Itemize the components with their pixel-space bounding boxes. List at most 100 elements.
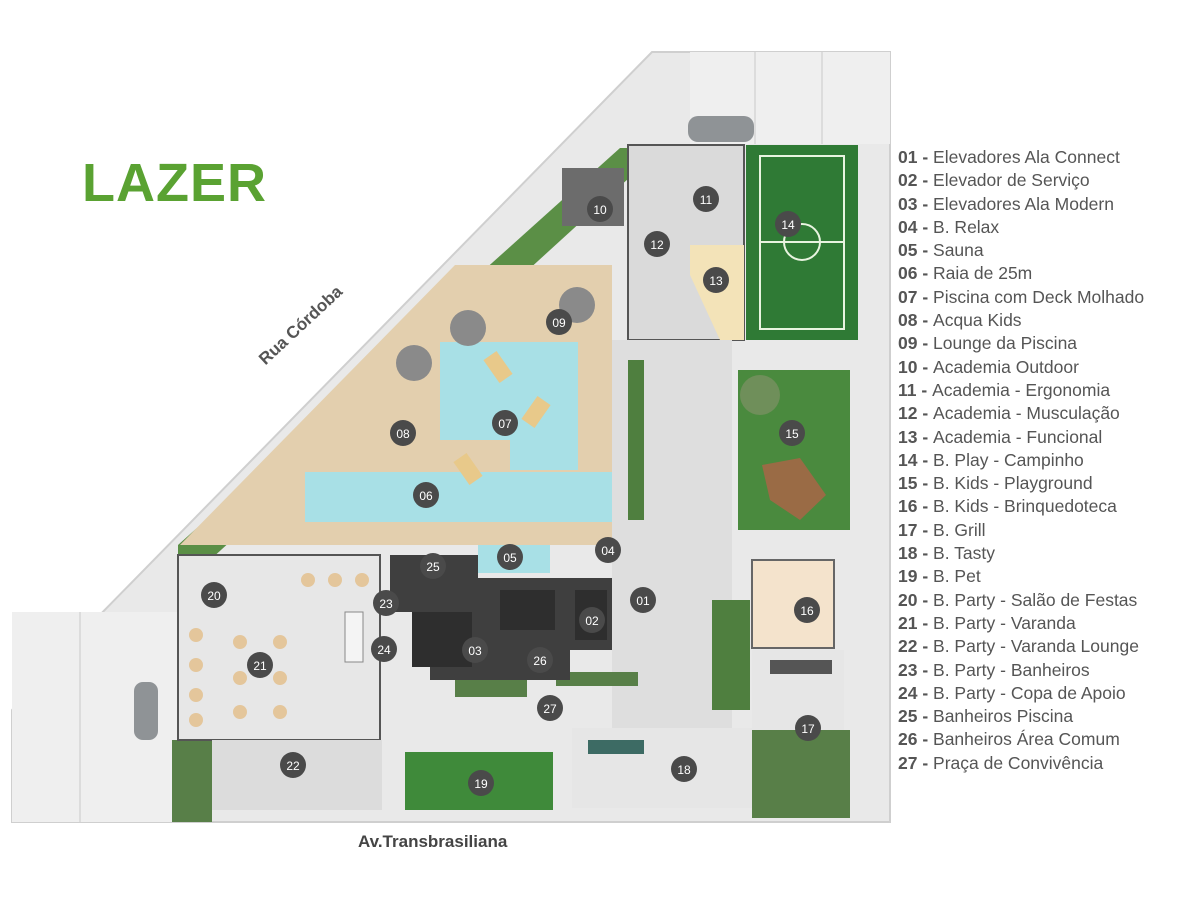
legend-label: B. Party - Varanda xyxy=(933,612,1076,633)
legend-number: 08 xyxy=(898,310,918,331)
area-marker-06: 06 xyxy=(413,482,439,508)
legend-number: 24 xyxy=(898,682,918,703)
legend-item: 20 - B. Party - Salão de Festas xyxy=(898,589,1138,610)
legend-label: B. Party - Salão de Festas xyxy=(933,589,1138,610)
marker-circle xyxy=(201,582,227,608)
legend-number: 16 xyxy=(898,496,918,517)
marker-circle xyxy=(644,231,670,257)
lounger xyxy=(453,452,483,486)
marker-circle xyxy=(420,553,446,579)
marker-label: 26 xyxy=(533,654,547,668)
legend-label: Academia - Ergonomia xyxy=(932,379,1111,400)
legend-number: 17 xyxy=(898,519,918,540)
legend-item: 01 - Elevadores Ala Connect xyxy=(898,147,1120,167)
area-marker-26: 26 xyxy=(527,647,553,673)
hedge xyxy=(712,600,750,710)
marker-label: 01 xyxy=(636,594,650,608)
legend-label: Elevadores Ala Connect xyxy=(933,147,1120,167)
legend-item: 17 - B. Grill xyxy=(898,519,986,540)
legend-item: 24 - B. Party - Copa de Apoio xyxy=(898,682,1126,703)
marker-label: 13 xyxy=(709,274,723,288)
legend-item: 16 - B. Kids - Brinquedoteca xyxy=(898,496,1117,517)
area-marker-04: 04 xyxy=(595,537,621,563)
area-marker-07: 07 xyxy=(492,410,518,436)
legend-label: Academia Outdoor xyxy=(933,356,1079,377)
hedge xyxy=(752,730,850,818)
area-marker-02: 02 xyxy=(579,607,605,633)
marker-circle xyxy=(462,637,488,663)
area-marker-11: 11 xyxy=(693,186,719,212)
legend-item: 23 - B. Party - Banheiros xyxy=(898,659,1090,680)
marker-circle xyxy=(579,607,605,633)
legend-item: 06 - Raia de 25m xyxy=(898,263,1033,284)
legend-label: Banheiros Piscina xyxy=(933,706,1074,727)
area-marker-25: 25 xyxy=(420,553,446,579)
legend-label: Praça de Convivência xyxy=(933,752,1104,773)
legend-label: B. Relax xyxy=(933,216,1000,237)
marker-circle xyxy=(280,752,306,778)
legend-label: Elevadores Ala Modern xyxy=(933,193,1114,214)
area-marker-09: 09 xyxy=(546,309,572,335)
marker-circle xyxy=(795,715,821,741)
planter xyxy=(556,672,638,686)
hedge xyxy=(628,360,644,520)
marker-label: 07 xyxy=(498,417,512,431)
marker-label: 12 xyxy=(650,238,664,252)
marker-circle xyxy=(373,590,399,616)
legend-label: Acqua Kids xyxy=(933,310,1022,331)
marker-label: 18 xyxy=(677,763,691,777)
marker-circle xyxy=(775,211,801,237)
tree xyxy=(740,375,780,415)
marker-label: 20 xyxy=(207,589,221,603)
hedge xyxy=(172,740,212,822)
legend-number: 12 xyxy=(898,403,918,424)
legend-item: 19 - B. Pet xyxy=(898,566,981,587)
legend-item: 27 - Praça de Convivência xyxy=(898,752,1104,773)
car-left xyxy=(134,682,158,740)
legend-number: 02 xyxy=(898,170,918,191)
legend-label: Piscina com Deck Molhado xyxy=(933,286,1145,307)
legend-number: 15 xyxy=(898,473,918,494)
legend-item: 08 - Acqua Kids xyxy=(898,310,1022,331)
area-marker-22: 22 xyxy=(280,752,306,778)
legend-number: 10 xyxy=(898,356,918,377)
marker-label: 15 xyxy=(785,427,799,441)
lounger xyxy=(483,350,513,384)
marker-circle xyxy=(468,770,494,796)
legend-number: 14 xyxy=(898,449,918,470)
marker-circle xyxy=(703,267,729,293)
marker-circle xyxy=(546,309,572,335)
legend-item: 11 - Academia - Ergonomia xyxy=(898,379,1111,400)
marker-circle xyxy=(779,420,805,446)
legend-item: 26 - Banheiros Área Comum xyxy=(898,729,1120,750)
marker-label: 05 xyxy=(503,551,517,565)
marker-label: 23 xyxy=(379,597,393,611)
marker-label: 14 xyxy=(781,218,795,232)
marker-label: 21 xyxy=(253,659,267,673)
marker-circle xyxy=(630,587,656,613)
area-marker-10: 10 xyxy=(587,196,613,222)
legend-label: B. Play - Campinho xyxy=(933,449,1084,470)
legend-number: 20 xyxy=(898,589,918,610)
marker-label: 19 xyxy=(474,777,488,791)
marker-label: 09 xyxy=(552,316,566,330)
legend-number: 11 xyxy=(898,379,917,400)
legend-item: 18 - B. Tasty xyxy=(898,543,995,564)
legend-number: 26 xyxy=(898,729,918,750)
legend-number: 04 xyxy=(898,216,918,237)
legend-label: Elevador de Serviço xyxy=(933,170,1090,191)
legend-label: B. Tasty xyxy=(933,543,995,564)
legend-number: 05 xyxy=(898,240,918,261)
legend-number: 06 xyxy=(898,263,918,284)
legend-item: 02 - Elevador de Serviço xyxy=(898,170,1090,191)
area-marker-01: 01 xyxy=(630,587,656,613)
legend-item: 10 - Academia Outdoor xyxy=(898,356,1079,377)
marker-circle xyxy=(371,636,397,662)
umbrella xyxy=(450,310,486,346)
legend-item: 04 - B. Relax xyxy=(898,216,1000,237)
legend-label: Academia - Musculação xyxy=(933,403,1120,424)
marker-circle xyxy=(671,756,697,782)
area-marker-13: 13 xyxy=(703,267,729,293)
legend-label: Raia de 25m xyxy=(933,263,1033,284)
legend-number: 03 xyxy=(898,193,918,214)
